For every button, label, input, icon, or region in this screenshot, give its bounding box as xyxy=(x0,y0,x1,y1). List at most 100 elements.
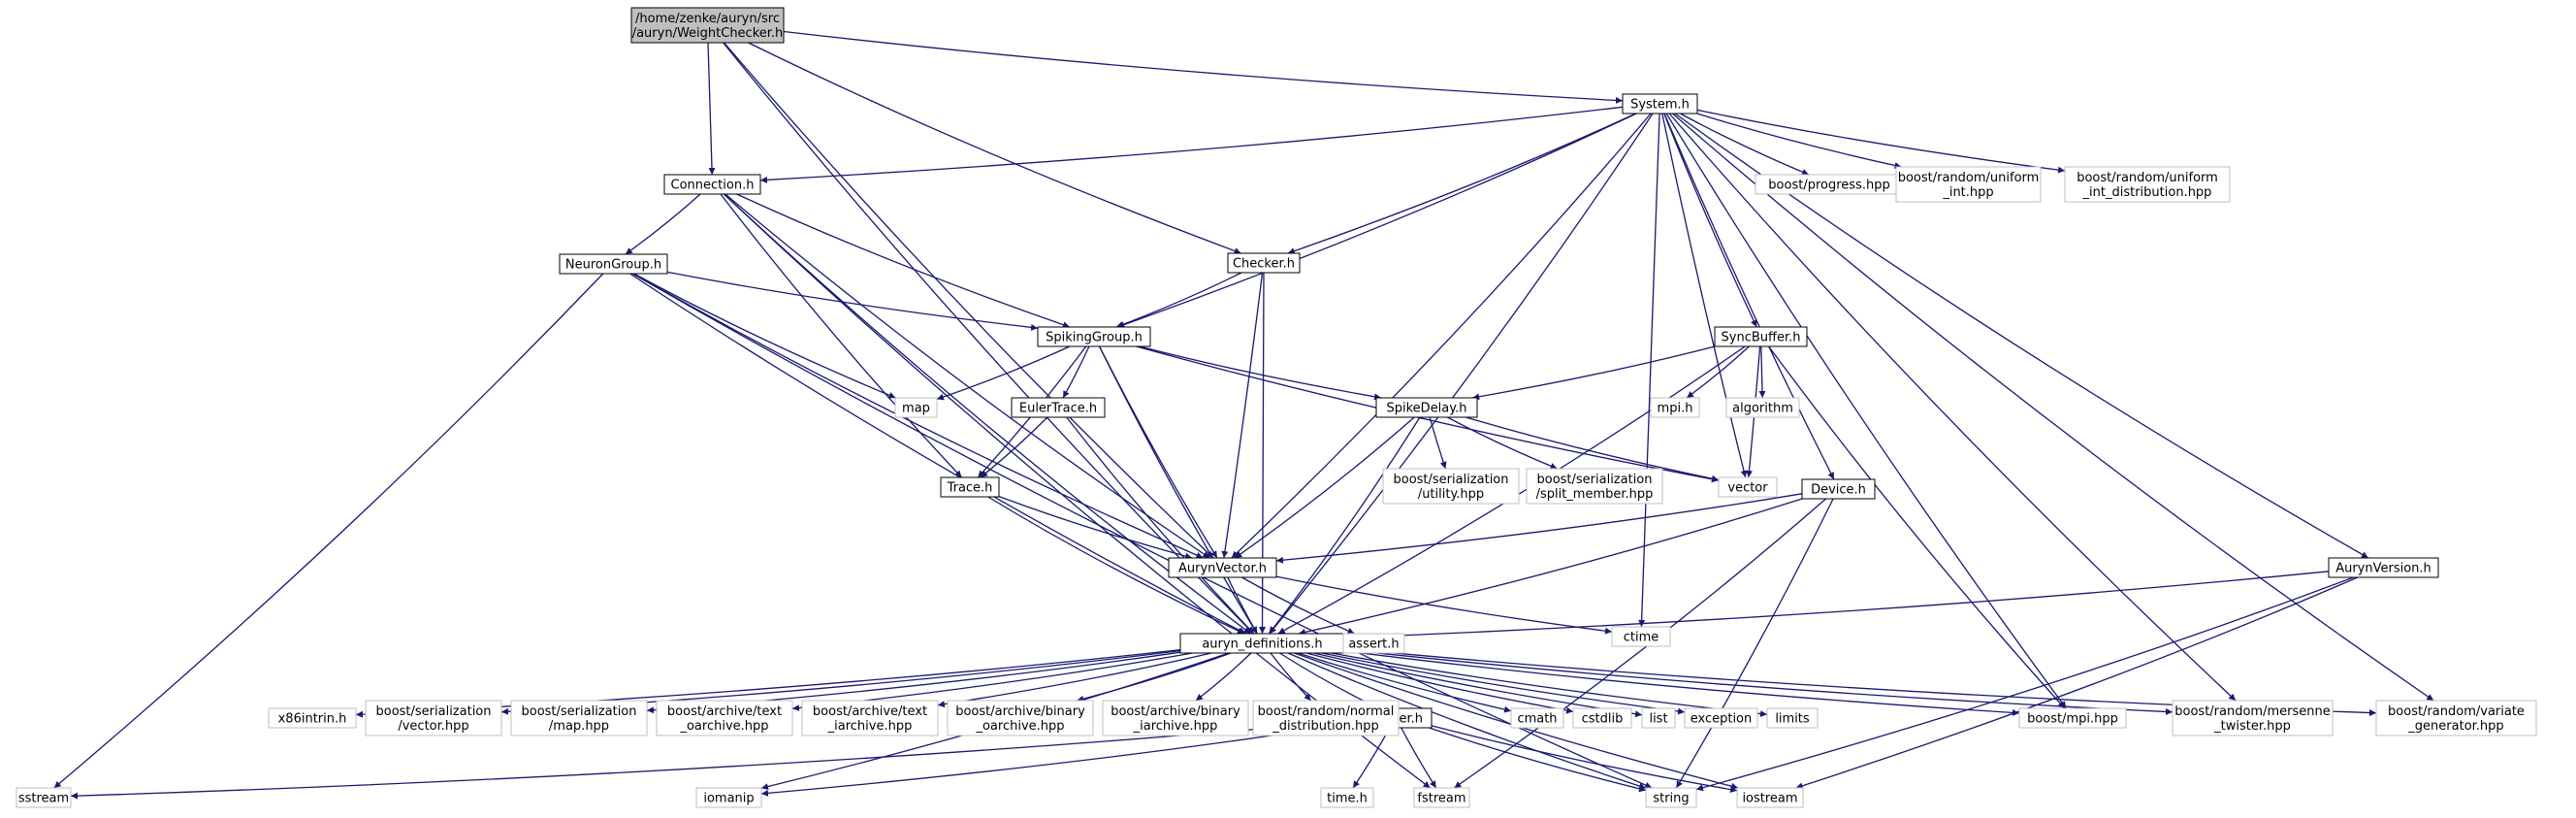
node-string: string xyxy=(1645,787,1697,808)
nodes-layer: /home/zenke/auryn/src/auryn/WeightChecke… xyxy=(16,7,2537,808)
node-trace[interactable]: Trace.h xyxy=(940,476,1000,498)
node-connection[interactable]: Connection.h xyxy=(663,174,761,195)
edge-spikedelay-to-serutility xyxy=(1429,416,1447,470)
node-box-ctime xyxy=(1611,626,1671,647)
node-box-device xyxy=(1801,478,1876,500)
node-exception: exception xyxy=(1684,707,1758,729)
node-box-uniformint xyxy=(1895,166,2042,203)
node-label-sersplit-0: boost/serialization xyxy=(1536,473,1652,487)
edge-aurynvector-to-auryndefs xyxy=(1227,576,1258,635)
node-box-aurynversion xyxy=(2328,557,2439,578)
node-algorithm: algorithm xyxy=(1725,397,1800,418)
edge-logger-to-iostream xyxy=(1431,725,1738,794)
edge-system-to-checker xyxy=(1287,113,1636,254)
node-asserth: assert.h xyxy=(1342,633,1405,654)
node-cmath: cmath xyxy=(1510,707,1564,729)
edge-system-to-connection xyxy=(759,106,1624,183)
edge-eulertrace-to-auryndefs xyxy=(1066,416,1255,635)
edge-device-to-aurynvector xyxy=(1275,493,1803,564)
edge-logger-to-string xyxy=(1429,727,1647,793)
node-textiarchive: boost/archive/text_iarchive.hpp xyxy=(801,700,939,736)
node-iomanip: iomanip xyxy=(695,787,762,808)
edge-spikinggroup-to-spikedelay xyxy=(1139,345,1382,401)
edge-trace-to-auryndefs xyxy=(987,496,1245,635)
edge-system-to-variategen xyxy=(1672,113,2434,702)
edge-auryndefs-to-cmath xyxy=(1298,652,1512,713)
node-uniformintdist: boost/random/uniform_int_distribution.hp… xyxy=(2064,166,2231,203)
node-box-sermap xyxy=(510,700,648,736)
node-box-normaldist xyxy=(1252,700,1400,736)
edge-connection-to-aurynvector xyxy=(724,193,1210,559)
edge-neurongroup-to-auryndefs xyxy=(629,273,1246,635)
node-cstdlib: cstdlib xyxy=(1572,707,1632,729)
node-sstream: sstream xyxy=(16,787,72,808)
node-device[interactable]: Device.h xyxy=(1801,478,1876,500)
node-label-mersenne-1: _twister.hpp xyxy=(2213,719,2291,734)
edge-auryndefs-to-mpihpp xyxy=(1343,650,2020,716)
edge-auryndefs-to-normaldist xyxy=(1270,652,1312,702)
edge-system-to-device xyxy=(1663,113,1835,480)
node-box-cmath xyxy=(1510,707,1564,729)
edge-neurongroup-to-string xyxy=(631,273,1653,789)
node-box-connection xyxy=(663,174,761,195)
node-label-ctime-0: ctime xyxy=(1624,631,1659,645)
edge-system-to-progress xyxy=(1680,113,1810,176)
node-box-aurynvector xyxy=(1168,557,1277,578)
edge-spikinggroup-to-aurynvector xyxy=(1099,345,1218,559)
node-label-mpihpp-0: boost/mpi.hpp xyxy=(2027,712,2118,727)
node-label-auryndefs-0: auryn_definitions.h xyxy=(1202,638,1322,652)
node-weightchecker[interactable]: /home/zenke/auryn/src/auryn/WeightChecke… xyxy=(630,7,785,44)
node-label-binoarchive-0: boost/archive/binary xyxy=(955,704,1085,719)
node-box-uniformintdist xyxy=(2064,166,2231,203)
edge-auryndefs-to-list xyxy=(1313,652,1643,718)
node-label-normaldist-1: _distribution.hpp xyxy=(1272,719,1378,734)
edge-weightchecker-to-auryndefs xyxy=(723,42,1254,635)
node-label-textiarchive-1: _iarchive.hpp xyxy=(827,719,913,734)
node-aurynversion[interactable]: AurynVersion.h xyxy=(2328,557,2439,578)
node-progress: boost/progress.hpp xyxy=(1755,174,1904,195)
node-box-weightchecker xyxy=(630,7,785,44)
node-label-variategen-0: boost/random/variate xyxy=(2388,704,2525,719)
node-neurongroup[interactable]: NeuronGroup.h xyxy=(559,253,668,275)
node-synсbuffer[interactable]: SyncBuffer.h xyxy=(1714,326,1808,347)
edge-system-to-uniformintdist xyxy=(1696,109,2066,174)
node-box-string xyxy=(1645,787,1697,808)
node-label-spikinggroup-0: SpikingGroup.h xyxy=(1046,331,1143,345)
edge-aurynvector-to-asserth xyxy=(1241,576,1355,635)
node-label-uniformintdist-0: boost/random/uniform xyxy=(2077,171,2218,185)
node-serutility: boost/serialization/utility.hpp xyxy=(1382,468,1520,505)
node-aurynvector[interactable]: AurynVector.h xyxy=(1168,557,1277,578)
node-label-weightchecker-0: /home/zenke/auryn/src xyxy=(635,12,780,26)
node-label-uniformintdist-1: _int_distribution.hpp xyxy=(2082,185,2212,200)
node-spikinggroup[interactable]: SpikingGroup.h xyxy=(1037,326,1151,347)
edge-auryndefs-to-iostream xyxy=(1294,652,1739,790)
node-label-limits-0: limits xyxy=(1775,712,1810,727)
node-label-algorithm-0: algorithm xyxy=(1732,402,1793,416)
edge-eulertrace-to-trace xyxy=(980,416,1048,478)
node-system[interactable]: System.h xyxy=(1622,93,1698,115)
edge-system-to-mersenne xyxy=(1668,113,2237,702)
edge-checker-to-aurynvector xyxy=(1221,272,1264,559)
edge-checker-to-spikinggroup xyxy=(1115,272,1242,328)
node-checker[interactable]: Checker.h xyxy=(1227,252,1301,274)
node-label-vector-0: vector xyxy=(1727,481,1768,496)
edge-system-to-synсbuffer xyxy=(1663,113,1757,328)
node-box-spikedelay xyxy=(1375,397,1478,418)
node-label-string-0: string xyxy=(1653,792,1689,806)
node-box-mersenne xyxy=(2172,700,2334,736)
node-label-list-0: list xyxy=(1649,712,1667,727)
node-list: list xyxy=(1641,707,1676,729)
node-spikedelay[interactable]: SpikeDelay.h xyxy=(1375,397,1478,418)
edge-auryndefs-to-string xyxy=(1287,652,1647,790)
node-box-asserth xyxy=(1342,633,1405,654)
node-box-cstdlib xyxy=(1572,707,1632,729)
edge-aurynversion-to-iostream xyxy=(1795,576,2359,790)
node-label-fstream-0: fstream xyxy=(1417,792,1465,806)
node-label-textiarchive-0: boost/archive/text xyxy=(813,704,927,719)
node-box-synсbuffer xyxy=(1714,326,1808,347)
node-label-weightchecker-1: /auryn/WeightChecker.h xyxy=(632,26,784,41)
node-sermap: boost/serialization/map.hpp xyxy=(510,700,648,736)
node-auryndefs[interactable]: auryn_definitions.h xyxy=(1179,633,1345,654)
node-box-list xyxy=(1641,707,1676,729)
node-eulertrace[interactable]: EulerTrace.h xyxy=(1011,397,1106,418)
